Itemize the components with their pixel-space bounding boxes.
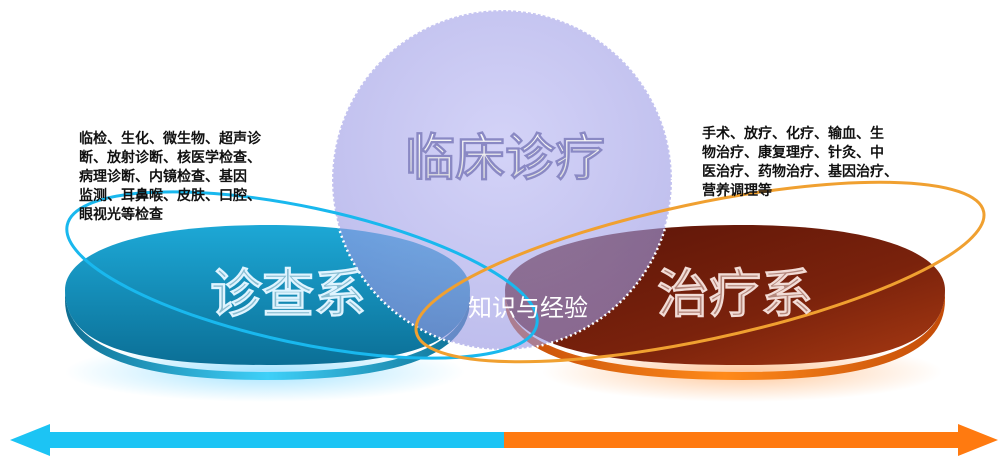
- arrow-right-head: [958, 424, 998, 456]
- center-title: 临床诊疗: [405, 129, 605, 187]
- arrow-right-shaft: [504, 432, 960, 448]
- arrow-left-head: [10, 424, 50, 456]
- right-title: 治疗系: [657, 264, 813, 325]
- left-title: 诊查系: [210, 264, 366, 325]
- bottom-double-arrow: [10, 424, 998, 456]
- right-ring: [414, 180, 986, 364]
- diagnosis-description: 临检、生化、微生物、超声诊 断、放射诊断、核医学检查、 病理诊断、内镜检查、基因…: [79, 131, 261, 223]
- arrow-left-shaft: [48, 432, 504, 448]
- treatment-description: 手术、放疗、化疗、输血、生 物治疗、康复理疗、针灸、中 医治疗、药物治疗、基因治…: [702, 126, 898, 199]
- overlap-label: 知识与经验: [468, 294, 588, 322]
- left-ring: [65, 190, 539, 360]
